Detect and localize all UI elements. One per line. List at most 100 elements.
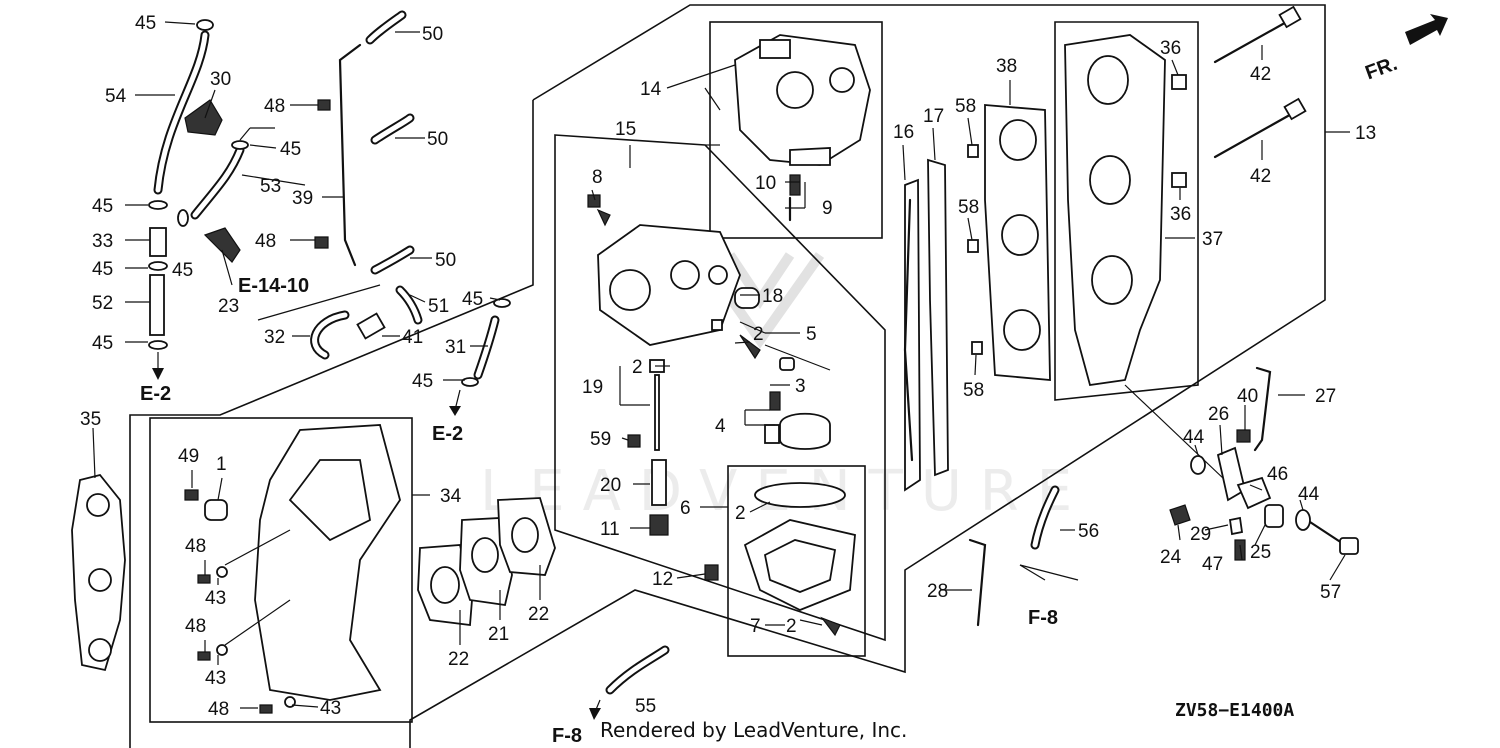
callout-43-b: 43	[205, 668, 226, 689]
callout-43-c: 43	[320, 698, 341, 719]
callout-42-b: 42	[1250, 166, 1271, 187]
callout-35: 35	[80, 409, 101, 430]
callout-39: 39	[292, 188, 313, 209]
assembly-frame-outline	[409, 4, 1326, 748]
callout-40: 40	[1237, 386, 1258, 407]
callout-45-top: 45	[135, 13, 156, 34]
callout-45-h: 45	[412, 371, 433, 392]
callout-51: 51	[428, 296, 449, 317]
gasket-box	[1054, 21, 1199, 401]
callout-1: 1	[216, 454, 227, 475]
carburetor-box	[709, 21, 883, 239]
callout-58-c: 58	[963, 380, 984, 401]
callout-22-a: 22	[448, 649, 469, 670]
callout-22-b: 22	[528, 604, 549, 625]
hose-55	[589, 645, 670, 720]
throttle-body-box	[554, 134, 886, 642]
callout-59: 59	[590, 429, 611, 450]
callout-38: 38	[996, 56, 1017, 77]
callout-29: 29	[1190, 524, 1211, 545]
callout-36-b: 36	[1170, 204, 1191, 225]
callout-58-b: 58	[958, 197, 979, 218]
callout-2-b: 2	[632, 357, 643, 378]
carburetor-illustration	[734, 34, 871, 222]
callout-36-a: 36	[1160, 38, 1181, 59]
callout-2-c: 2	[735, 503, 746, 524]
callout-15: 15	[615, 119, 636, 140]
callout-24: 24	[1160, 547, 1182, 568]
callout-48-a: 48	[264, 96, 285, 117]
callout-52: 52	[92, 293, 113, 314]
linkage-group	[1124, 366, 1359, 561]
callout-50-a: 50	[422, 24, 443, 45]
callout-50-c: 50	[435, 250, 456, 271]
callout-26: 26	[1208, 404, 1229, 425]
callout-11: 11	[600, 519, 620, 540]
callout-27: 27	[1315, 386, 1336, 407]
front-marker-label: FR.	[1362, 53, 1400, 85]
callout-37: 37	[1202, 229, 1223, 250]
callout-32: 32	[264, 327, 285, 348]
callout-45-g: 45	[462, 289, 483, 310]
ref-e-2-mid: E-2	[432, 423, 463, 445]
callout-7: 7	[750, 616, 761, 637]
credit-text: Rendered by LeadVenture, Inc.	[600, 718, 907, 742]
float-chamber-box	[727, 465, 866, 657]
callout-48-e: 48	[208, 699, 229, 720]
callout-23: 23	[218, 296, 239, 317]
callout-48-c: 48	[185, 536, 206, 557]
callout-58-a: 58	[955, 96, 976, 117]
callout-9: 9	[822, 198, 833, 219]
callout-31: 31	[445, 337, 466, 358]
callout-56: 56	[1078, 521, 1099, 542]
throttle-body-illustration	[587, 194, 831, 536]
callout-45-b: 45	[280, 139, 301, 160]
callout-labels: 45 54 30 48 45 53 39 45 33 45 45 52 45 4…	[80, 13, 1376, 720]
callout-43-a: 43	[205, 588, 226, 609]
callout-50-b: 50	[427, 129, 448, 150]
callout-5: 5	[806, 324, 817, 345]
callout-2-a: 2	[753, 324, 764, 345]
callout-10: 10	[755, 173, 776, 194]
callout-20: 20	[600, 475, 621, 496]
manifold-illustration	[967, 34, 1187, 387]
wire-group	[903, 158, 1079, 627]
callout-53: 53	[260, 176, 281, 197]
callout-13: 13	[1355, 123, 1376, 144]
callout-3: 3	[795, 376, 806, 397]
callout-12: 12	[652, 569, 673, 590]
callout-45-f: 45	[92, 333, 113, 354]
callout-6: 6	[680, 498, 691, 519]
callout-17: 17	[923, 106, 944, 127]
callout-30: 30	[210, 69, 231, 90]
callout-4: 4	[715, 416, 726, 437]
callout-44-a: 44	[1183, 427, 1205, 448]
ref-f-8-right: F-8	[1028, 607, 1058, 629]
leader-lines	[92, 21, 1350, 709]
gasket-parts	[71, 473, 556, 672]
ref-e-2-left: E-2	[140, 383, 171, 405]
callout-54: 54	[105, 86, 127, 107]
callout-42-a: 42	[1250, 64, 1271, 85]
callout-48-b: 48	[255, 231, 276, 252]
callout-16: 16	[893, 122, 914, 143]
callout-47: 47	[1202, 554, 1223, 575]
ref-e-14-10: E-14-10	[238, 275, 309, 297]
diagram-code: ZV58−E1400A	[1175, 700, 1294, 721]
intake-manifold-illustration	[184, 424, 401, 714]
callout-8: 8	[592, 167, 603, 188]
callout-45-d: 45	[172, 260, 193, 281]
float-chamber-illustration	[704, 482, 856, 637]
callout-28: 28	[927, 581, 948, 602]
callout-45-c: 45	[92, 196, 113, 217]
callout-33: 33	[92, 231, 113, 252]
callout-49: 49	[178, 446, 199, 467]
callout-2-d: 2	[786, 616, 797, 637]
callout-45-e: 45	[92, 259, 113, 280]
assembly-frame-left	[129, 100, 534, 748]
callout-14: 14	[640, 79, 662, 100]
callout-41: 41	[402, 327, 423, 348]
callout-57: 57	[1320, 582, 1341, 603]
callout-18: 18	[762, 286, 783, 307]
